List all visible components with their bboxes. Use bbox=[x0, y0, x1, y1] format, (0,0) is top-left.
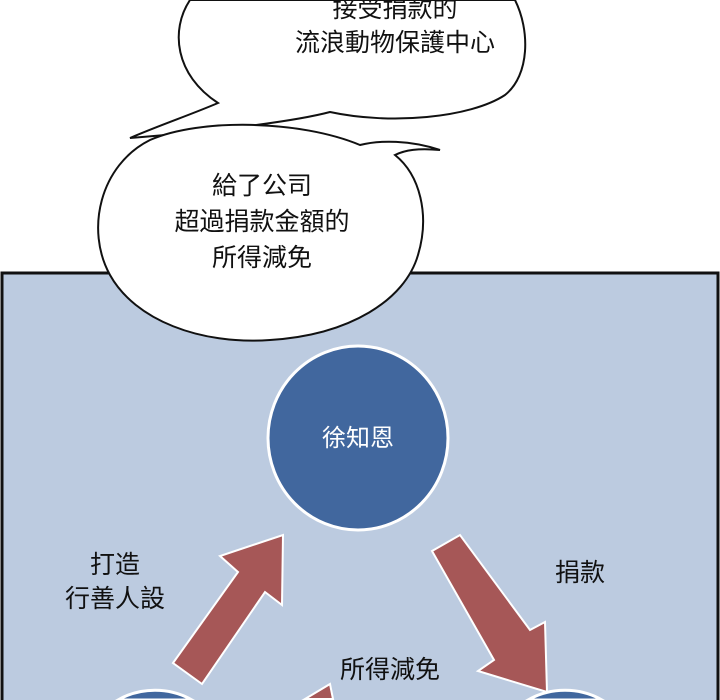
right-label: 捐款 bbox=[554, 558, 605, 587]
node-bottom-left bbox=[115, 688, 195, 700]
speech-bubble-bottom bbox=[97, 123, 441, 342]
node-center bbox=[266, 344, 450, 532]
left-label: 打造 行善人設 bbox=[40, 548, 190, 616]
bubble-top-line: 流浪動物保護中心 bbox=[294, 28, 495, 57]
bubble-bottom-line: 超過捐款金額的 bbox=[174, 207, 350, 236]
bubble-top-line: 接受捐款的 bbox=[332, 0, 458, 23]
bubble-bottom-text: 給了公司 超過捐款金額的 所得減免 bbox=[112, 168, 412, 276]
center-node-label: 徐知恩 bbox=[322, 424, 394, 452]
bottom-label: 所得減免 bbox=[339, 655, 440, 684]
left-label-line: 行善人設 bbox=[64, 584, 165, 613]
bubble-top-text: 接受捐款的 流浪動物保護中心 bbox=[230, 0, 560, 60]
speech-bubble-top bbox=[129, 0, 527, 139]
arrow-up-left bbox=[171, 533, 285, 686]
bubble-bottom-line: 所得減免 bbox=[211, 243, 312, 272]
bubble-bottom-line: 給了公司 bbox=[211, 171, 312, 200]
arrow-bottom bbox=[301, 682, 335, 700]
arrow-down-right bbox=[430, 533, 549, 694]
left-label-line: 打造 bbox=[89, 550, 140, 579]
